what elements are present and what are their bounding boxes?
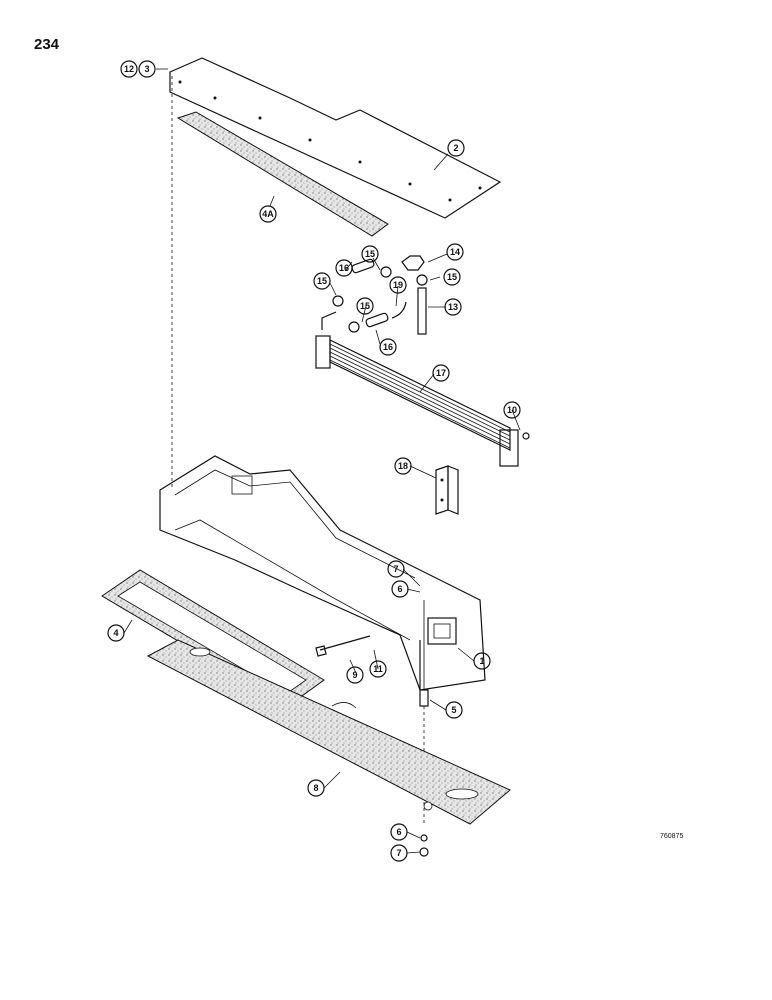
svg-text:19: 19: [393, 280, 403, 290]
callout-19: 19: [389, 276, 407, 294]
leader-lines: [123, 68, 521, 854]
callout-8: 8: [307, 779, 325, 797]
svg-text:13: 13: [448, 302, 458, 312]
callouts: 12 3 2 4A 14 15 16 15 15 19 13 15 16 17 …: [107, 60, 521, 862]
callout-4: 4: [107, 624, 125, 642]
alignment-lines: [171, 76, 425, 825]
base-plate: [146, 639, 511, 825]
svg-text:4: 4: [113, 628, 118, 638]
callout-3: 3: [138, 60, 156, 78]
callout-5: 5: [445, 701, 463, 719]
svg-text:2: 2: [453, 143, 458, 153]
frame-housing: [159, 455, 486, 691]
callout-17: 17: [432, 364, 450, 382]
bracket: [435, 465, 459, 515]
callout-9: 9: [346, 666, 364, 684]
svg-text:15: 15: [447, 272, 457, 282]
svg-text:16: 16: [383, 342, 393, 352]
callout-15b: 15: [313, 272, 331, 290]
callout-6b: 6: [390, 823, 408, 841]
bolt: [315, 635, 371, 657]
oil-cooler: [315, 335, 530, 467]
svg-text:1: 1: [479, 656, 484, 666]
callout-10: 10: [503, 401, 521, 419]
callout-6a: 6: [391, 580, 409, 598]
callout-11: 11: [369, 660, 387, 678]
callout-14: 14: [446, 243, 464, 261]
page-number: 234: [34, 36, 60, 53]
svg-text:15: 15: [317, 276, 327, 286]
svg-text:15: 15: [365, 249, 375, 259]
callout-1: 1: [473, 652, 491, 670]
svg-text:16: 16: [339, 263, 349, 273]
svg-text:8: 8: [313, 783, 318, 793]
callout-12: 12: [120, 60, 138, 78]
svg-text:4A: 4A: [262, 209, 274, 219]
callout-18: 18: [394, 457, 412, 475]
callout-16a: 16: [335, 259, 353, 277]
svg-text:14: 14: [450, 247, 460, 257]
callout-16b: 16: [379, 338, 397, 356]
callout-7a: 7: [387, 560, 405, 578]
cover-plate: [169, 57, 502, 219]
svg-text:17: 17: [436, 368, 446, 378]
svg-text:6: 6: [397, 584, 402, 594]
svg-text:5: 5: [451, 705, 456, 715]
svg-text:10: 10: [507, 405, 517, 415]
callout-15d: 15: [443, 268, 461, 286]
fittings: [321, 255, 428, 335]
callout-4a: 4A: [259, 205, 277, 223]
callout-15a: 15: [361, 245, 379, 263]
svg-text:6: 6: [396, 827, 401, 837]
callout-7b: 7: [390, 844, 408, 862]
svg-text:12: 12: [124, 64, 134, 74]
svg-text:11: 11: [373, 664, 383, 674]
svg-text:7: 7: [396, 848, 401, 858]
svg-text:15: 15: [360, 301, 370, 311]
seal-strip: [176, 111, 389, 237]
svg-text:18: 18: [398, 461, 408, 471]
drawing-code: 760875: [660, 833, 684, 840]
svg-text:7: 7: [393, 564, 398, 574]
callout-13: 13: [444, 298, 462, 316]
svg-text:3: 3: [144, 64, 149, 74]
callout-15c: 15: [356, 297, 374, 315]
callout-2: 2: [447, 139, 465, 157]
svg-text:9: 9: [352, 670, 357, 680]
